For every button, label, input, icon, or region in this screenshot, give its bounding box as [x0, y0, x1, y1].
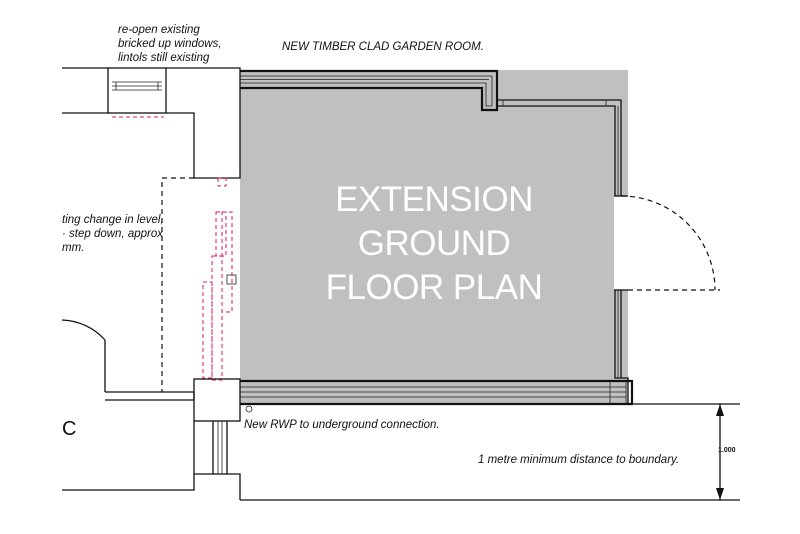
grid-letter: C [62, 418, 77, 440]
drawing-title: EXTENSION GROUND FLOOR PLAN [300, 178, 568, 310]
boundary-note: 1 metre minimum distance to boundary. [478, 454, 680, 466]
extension-room-area [240, 70, 628, 404]
right-wall [497, 99, 629, 404]
title-line-2: GROUND [357, 224, 511, 263]
title-line-1: EXTENSION [335, 180, 533, 219]
rwp-note: New RWP to underground connection. [244, 419, 440, 431]
dimension-label: 1.000 [718, 447, 736, 454]
existing-window-outlines [112, 116, 233, 381]
garden-room-note: NEW TIMBER CLAD GARDEN ROOM. [282, 41, 484, 53]
bottom-wall [240, 379, 634, 406]
door-swing [620, 195, 720, 291]
level-change-note: ting change in level, · step down, appro… [62, 214, 162, 254]
existing-walls [61, 67, 740, 501]
top-wall [240, 69, 499, 112]
title-line-3: FLOOR PLAN [325, 268, 543, 307]
boundary-dimension [632, 403, 740, 500]
reopen-windows-note: re-open existing bricked up windows, lin… [118, 24, 222, 64]
